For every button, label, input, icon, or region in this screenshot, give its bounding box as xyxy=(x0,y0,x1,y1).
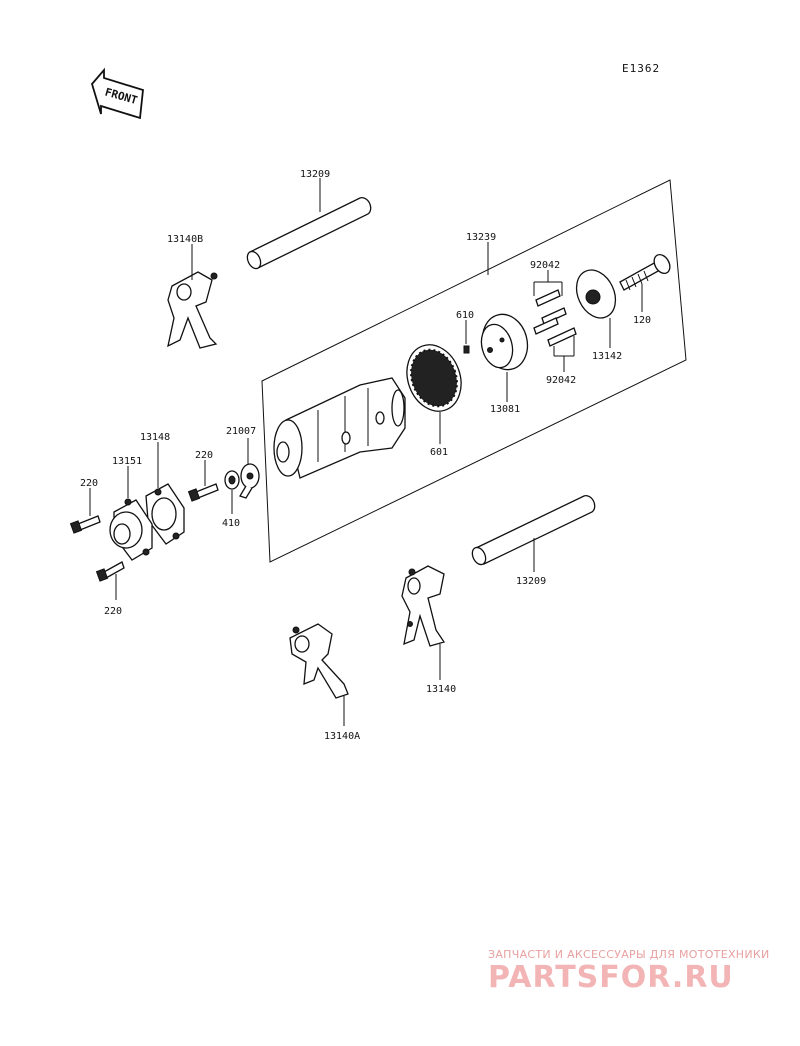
watermark-tagline: ЗАПЧАСТИ И АКСЕССУАРЫ ДЛЯ МОТОТЕХНИКИ xyxy=(488,948,770,961)
diagram-code: E1362 xyxy=(622,62,660,75)
label-shaft-bottom: 13209 xyxy=(516,576,546,587)
cam xyxy=(480,313,529,371)
drum-assembly-frame xyxy=(261,179,687,563)
plate-pin xyxy=(463,345,470,354)
label-bolt-left-bottom: 220 xyxy=(104,606,122,617)
shaft-bottom xyxy=(471,495,596,566)
bearing xyxy=(406,344,462,412)
label-pin-bottom: 92042 xyxy=(546,375,576,386)
stopper xyxy=(239,463,260,499)
front-arrow-icon: FRONT xyxy=(90,67,144,120)
label-shaft-top: 13209 xyxy=(300,169,330,180)
watermark-logo: PARTSFOR.RU xyxy=(488,960,734,995)
label-cam: 13081 xyxy=(490,404,520,415)
washer xyxy=(224,470,240,490)
label-fork: 13140 xyxy=(426,684,456,695)
label-bearing: 601 xyxy=(430,447,448,458)
label-bolt-mid: 220 xyxy=(195,450,213,461)
shift-drum xyxy=(273,377,406,479)
fork xyxy=(401,565,446,647)
label-bolt-right: 120 xyxy=(633,315,651,326)
bolt-mid xyxy=(187,483,219,502)
bolt-left-bottom xyxy=(95,561,125,582)
label-stopper: 21007 xyxy=(226,426,256,437)
label-washer: 410 xyxy=(222,518,240,529)
fork-b xyxy=(167,271,218,349)
label-cover: 13151 xyxy=(112,456,142,467)
label-plate-pin: 610 xyxy=(456,310,474,321)
label-pin-top: 92042 xyxy=(530,260,560,271)
label-drum-assembly: 13239 xyxy=(466,232,496,243)
drum-plate xyxy=(575,269,617,319)
label-fork-b: 13140B xyxy=(167,234,203,245)
label-retainer-cover: 13148 xyxy=(140,432,170,443)
fork-a xyxy=(289,623,349,699)
label-drum-plate: 13142 xyxy=(592,351,622,362)
label-fork-a: 13140A xyxy=(324,731,360,742)
shaft-top xyxy=(246,197,372,270)
label-bolt-left-top: 220 xyxy=(80,478,98,489)
cover xyxy=(109,498,153,561)
bolt-left-top xyxy=(69,515,101,534)
pins xyxy=(533,289,577,347)
bolt-right xyxy=(619,254,671,291)
